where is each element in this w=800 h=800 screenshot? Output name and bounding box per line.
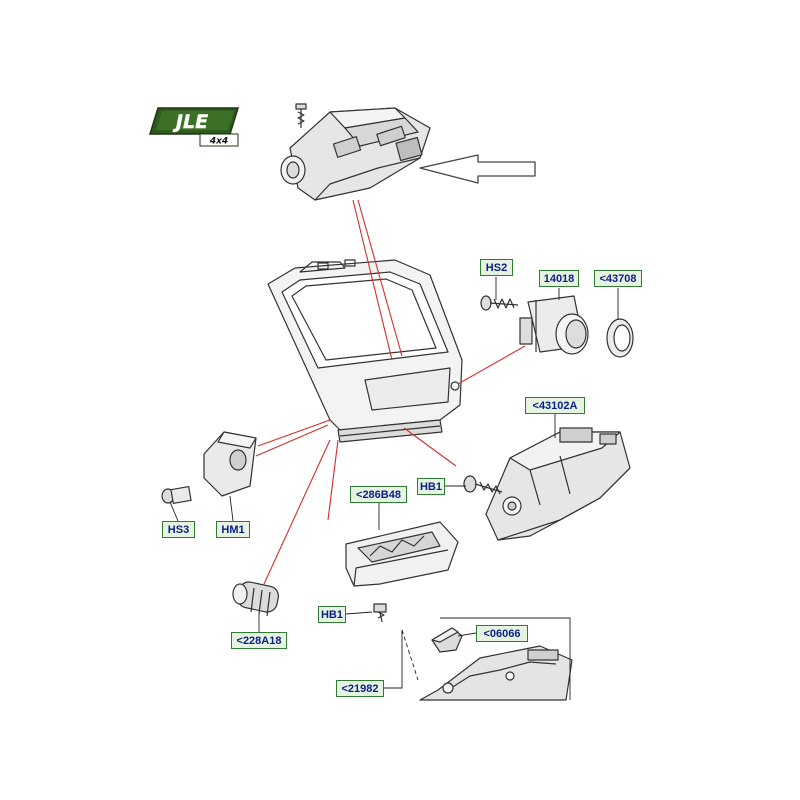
callout-14018: 14018 <box>539 270 579 287</box>
callout-hb1-lower: HB1 <box>318 606 346 623</box>
handle-housing <box>345 521 459 587</box>
callout-228a18: <228A18 <box>231 632 287 649</box>
hs2-screw <box>480 295 519 311</box>
callout-21982: <21982 <box>336 680 384 697</box>
hs3-bolt <box>161 485 192 505</box>
pointer-arrow <box>419 154 536 184</box>
leader-lines <box>255 199 526 585</box>
switch-cap <box>431 627 463 653</box>
callout-hs3: HS3 <box>162 521 195 538</box>
callout-hm1: HM1 <box>216 521 250 538</box>
logo-main-text: JLE <box>172 111 208 133</box>
latch-actuator <box>485 427 631 541</box>
latch-screw <box>295 103 307 128</box>
lock-cylinder-assembly <box>519 295 589 355</box>
callout-43102a: <43102A <box>525 397 585 414</box>
callout-leaders <box>169 277 619 700</box>
tailgate-panel <box>267 259 463 443</box>
cylinder-seal-ring <box>606 318 634 358</box>
callout-06066: <06066 <box>476 625 528 642</box>
tailgate-latch-module <box>280 107 431 201</box>
callout-43708: <43708 <box>594 270 642 287</box>
hb1-lower-bolt <box>373 603 387 623</box>
bump-stop <box>232 581 280 617</box>
hb1-upper-bolt <box>463 475 503 495</box>
callout-hb1-upper: HB1 <box>417 478 445 495</box>
logo-sub-text: 4x4 <box>209 137 228 147</box>
lower-latch-assembly <box>419 645 573 701</box>
jle-logo: JLE 4x4 <box>148 107 240 147</box>
callout-hs2: HS2 <box>480 259 513 276</box>
callout-286b48: <286B48 <box>350 486 407 503</box>
hinge-mount-block <box>203 431 257 497</box>
